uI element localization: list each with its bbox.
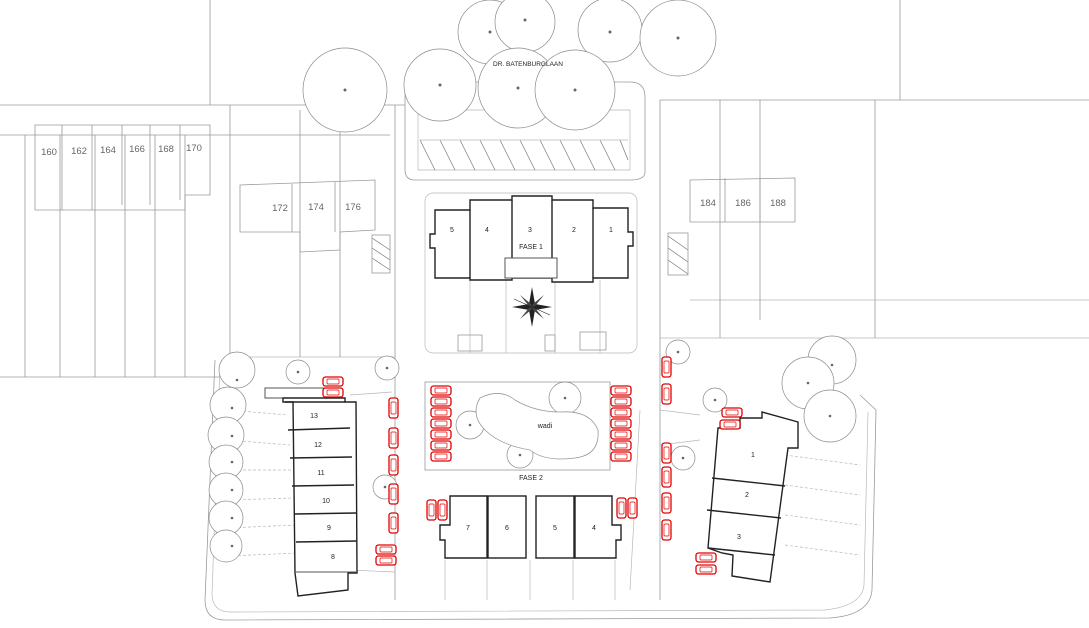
phase2-right-building: 1 2 3: [706, 411, 799, 583]
unit-number: 12: [314, 442, 322, 449]
phase1-label: FASE 1: [519, 244, 543, 251]
house-number: 172: [272, 203, 288, 214]
car-icon: [627, 497, 638, 519]
car-icon: [695, 552, 717, 563]
unit-number: 5: [450, 227, 454, 234]
tree-icon: [702, 387, 728, 413]
unit-number: 13: [310, 413, 318, 420]
existing-houses: 160 162 164 166 168 170 172 174 176 184 …: [34, 124, 796, 253]
house-number: 184: [700, 198, 716, 209]
house-number: 186: [735, 198, 751, 209]
unit-number: 6: [505, 525, 509, 532]
car-icon: [661, 519, 672, 541]
car-icon: [610, 385, 632, 396]
unit-number: 2: [572, 227, 576, 234]
unit-number: 11: [317, 470, 324, 477]
tree-icon: [548, 381, 582, 415]
unit-number: 4: [485, 227, 489, 234]
tree-icon: [209, 529, 243, 563]
car-icon: [375, 544, 397, 555]
house-number: 188: [770, 198, 786, 209]
tree-icon: [534, 49, 616, 131]
car-icon: [430, 407, 452, 418]
north-arrow-icon: [512, 287, 552, 327]
unit-number: 1: [609, 227, 613, 234]
parking-spaces: [322, 356, 743, 575]
car-icon: [430, 385, 452, 396]
car-icon: [430, 418, 452, 429]
car-icon: [430, 396, 452, 407]
unit-number: 9: [327, 525, 331, 532]
car-icon: [616, 497, 627, 519]
car-icon: [610, 440, 632, 451]
unit-number: 7: [466, 525, 470, 532]
street-name: DR. BATENBURGLAAN: [493, 61, 563, 68]
unit-number: 8: [331, 554, 335, 561]
tree-icon: [639, 0, 717, 77]
car-icon: [661, 492, 672, 514]
house-number: 164: [100, 145, 116, 156]
tree-icon: [218, 351, 256, 389]
unit-number: 4: [592, 525, 596, 532]
car-icon: [661, 442, 672, 464]
car-icon: [426, 499, 437, 521]
car-icon: [610, 396, 632, 407]
tree-icon: [302, 47, 388, 133]
car-icon: [430, 451, 452, 462]
car-icon: [388, 454, 399, 476]
car-icon: [437, 499, 448, 521]
tree-icon: [665, 339, 691, 365]
car-icon: [661, 383, 672, 405]
house-number: 168: [158, 144, 174, 155]
car-icon: [388, 483, 399, 505]
car-icon: [322, 376, 344, 387]
car-icon: [430, 440, 452, 451]
wadi: wadi: [475, 393, 599, 460]
unit-number: 3: [528, 227, 532, 234]
tree-icon: [403, 48, 477, 122]
car-icon: [610, 418, 632, 429]
car-icon: [388, 427, 399, 449]
tree-icon: [803, 389, 857, 443]
unit-number: 2: [745, 492, 749, 499]
car-icon: [610, 451, 632, 462]
car-icon: [661, 466, 672, 488]
unit-number: 5: [553, 525, 557, 532]
car-icon: [610, 429, 632, 440]
unit-number: 3: [737, 534, 741, 541]
parking-hatch-top: [371, 139, 689, 276]
phase1-building: 5 4 3 2 1 FASE 1: [429, 195, 634, 283]
phase2-label: FASE 2: [519, 475, 543, 482]
house-number: 166: [129, 144, 145, 155]
car-icon: [388, 397, 399, 419]
wadi-label: wadi: [537, 423, 553, 430]
house-number: 174: [308, 202, 324, 213]
car-icon: [661, 356, 672, 378]
tree-icon: [670, 445, 696, 471]
car-icon: [388, 512, 399, 534]
car-icon: [695, 564, 717, 575]
unit-number: 10: [322, 498, 330, 505]
car-icon: [430, 429, 452, 440]
tree-icon: [374, 355, 400, 381]
phase2-mid-building: 7 6 5 4: [439, 495, 622, 559]
phase2-left-building: 13 12 11 10 9 8: [264, 387, 358, 597]
house-number: 170: [186, 143, 202, 154]
car-icon: [610, 407, 632, 418]
car-icon: [721, 407, 743, 418]
house-number: 162: [71, 146, 87, 157]
house-number: 176: [345, 202, 361, 213]
tree-icon: [285, 359, 311, 385]
car-icon: [375, 555, 397, 566]
house-number: 160: [41, 147, 57, 158]
car-icon: [719, 419, 741, 430]
unit-number: 1: [751, 452, 755, 459]
car-icon: [322, 387, 344, 398]
